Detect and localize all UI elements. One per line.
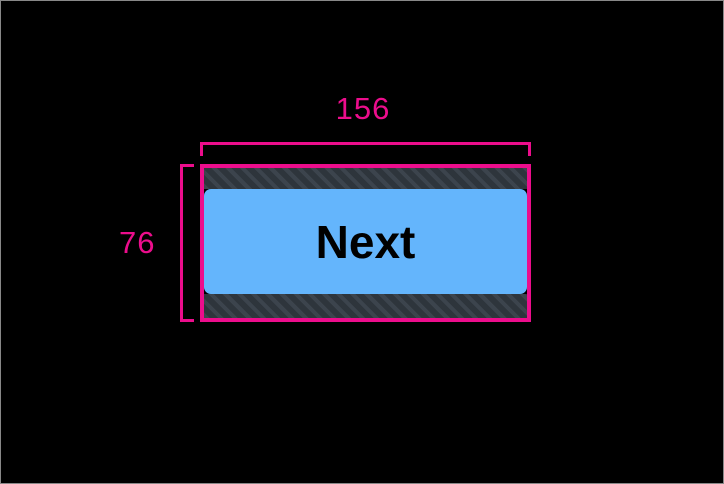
width-bracket-bar (200, 142, 531, 145)
padding-hatch-top (204, 168, 527, 189)
height-bracket-tick-top (180, 164, 194, 167)
width-dimension-label: 156 (335, 91, 391, 126)
element-bounds-inner: Next (204, 168, 527, 318)
padding-hatch-bottom (204, 294, 527, 318)
height-dimension-bracket (180, 164, 194, 322)
width-bracket-tick-right (528, 142, 531, 156)
next-button-label: Next (315, 215, 416, 268)
height-bracket-tick-bottom (180, 319, 194, 322)
height-bracket-bar (180, 164, 183, 322)
element-bounds-highlight: Next (200, 164, 531, 322)
next-button[interactable]: Next (204, 189, 527, 294)
width-bracket-tick-left (200, 142, 203, 156)
width-dimension-bracket (200, 142, 531, 156)
height-dimension-label: 76 (119, 225, 156, 260)
